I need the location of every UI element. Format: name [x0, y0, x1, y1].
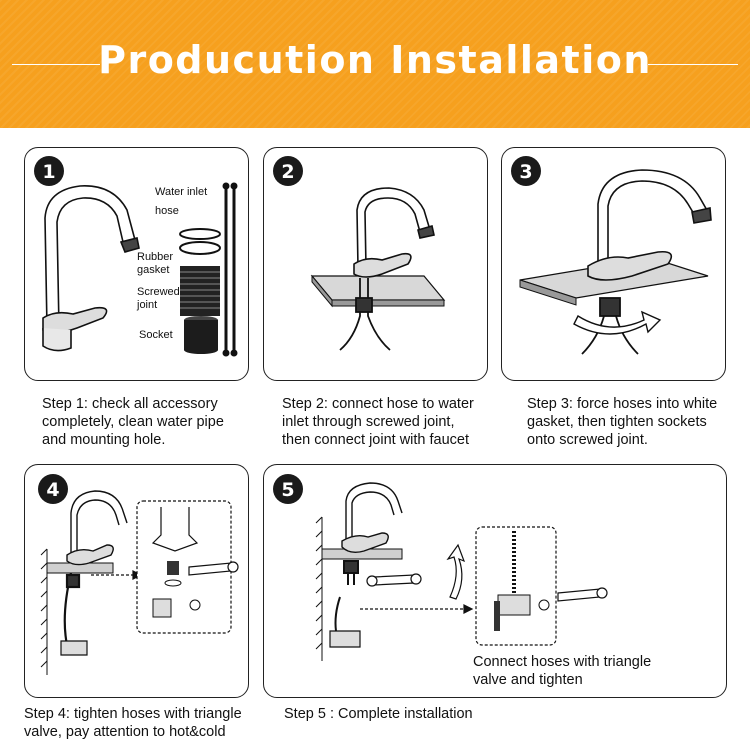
screwed-joint-icon	[180, 266, 220, 316]
water-inlet-hose-icon	[222, 182, 238, 357]
rubber-gasket-icon	[179, 228, 221, 255]
page-title: Producution Installation	[98, 38, 652, 82]
label-water-inlet: Water inlet	[155, 186, 207, 198]
banner-line-right	[648, 64, 738, 65]
label-gasket: gasket	[137, 264, 169, 276]
step-1-badge: 1	[34, 156, 64, 186]
step-3-caption: Step 3: force hoses into white gasket, t…	[527, 396, 718, 448]
faucet-icon	[587, 169, 712, 281]
step-5-panel: 5	[263, 464, 727, 698]
rotate-arrow-icon	[573, 310, 662, 335]
arrow-icon	[360, 604, 474, 614]
step-5-caption: Step 5 : Complete installation	[284, 706, 473, 722]
label-joint: joint	[136, 299, 157, 311]
step-5-badge: 5	[273, 474, 303, 504]
step-1-panel: 1	[24, 147, 249, 381]
curved-arrow-icon	[446, 543, 466, 600]
step-4-illustration: 4	[38, 474, 239, 675]
faucet-icon	[353, 187, 435, 278]
wall-icon	[315, 516, 323, 661]
detail-inset	[475, 526, 557, 646]
socket-icon	[184, 316, 218, 354]
header-banner: Producution Installation	[0, 0, 750, 128]
step-3-number: 3	[519, 161, 532, 183]
step-3-badge: 3	[511, 156, 541, 186]
step-5-number: 5	[281, 479, 294, 501]
label-hose: hose	[155, 205, 179, 217]
faucet-icon	[341, 482, 403, 554]
hoses-icon	[339, 278, 391, 351]
hoses-icon	[60, 572, 88, 656]
wall-icon	[40, 548, 48, 675]
step-2-number: 2	[281, 161, 294, 183]
label-socket: Socket	[139, 329, 173, 341]
hoses-icon	[581, 297, 639, 355]
step-3-panel: 3	[501, 147, 726, 381]
step-4-caption: Step 4: tighten hoses with triangle valv…	[24, 706, 242, 740]
wrench-icon	[188, 561, 239, 576]
label-screwed: Screwed	[137, 286, 180, 298]
step-2-illustration: 2	[273, 156, 446, 351]
step-1-caption: Step 1: check all accessory completely, …	[42, 396, 224, 448]
countertop-icon	[310, 274, 446, 308]
label-rubber: Rubber	[137, 251, 173, 263]
faucet-icon	[66, 490, 128, 566]
step-1-number: 1	[42, 161, 55, 183]
step-2-panel: 2	[263, 147, 488, 381]
hoses-icon	[329, 560, 361, 648]
wrench-icon-2	[557, 587, 608, 602]
step-3-illustration: 3	[511, 156, 712, 355]
step-1-illustration: 1	[34, 156, 238, 357]
step-2-caption: Step 2: connect hose to water inlet thro…	[282, 396, 474, 448]
wrench-icon	[366, 573, 422, 587]
banner-line-left	[12, 64, 100, 65]
step-4-panel: 4	[24, 464, 249, 698]
step-4-number: 4	[46, 479, 59, 501]
step-5-illustration: 5	[273, 474, 608, 661]
step-4-badge: 4	[38, 474, 68, 504]
faucet-icon	[42, 185, 140, 352]
detail-inset	[136, 500, 232, 634]
step-5-note: Connect hoses with triangle valve and ti…	[473, 654, 652, 688]
step-2-badge: 2	[273, 156, 303, 186]
